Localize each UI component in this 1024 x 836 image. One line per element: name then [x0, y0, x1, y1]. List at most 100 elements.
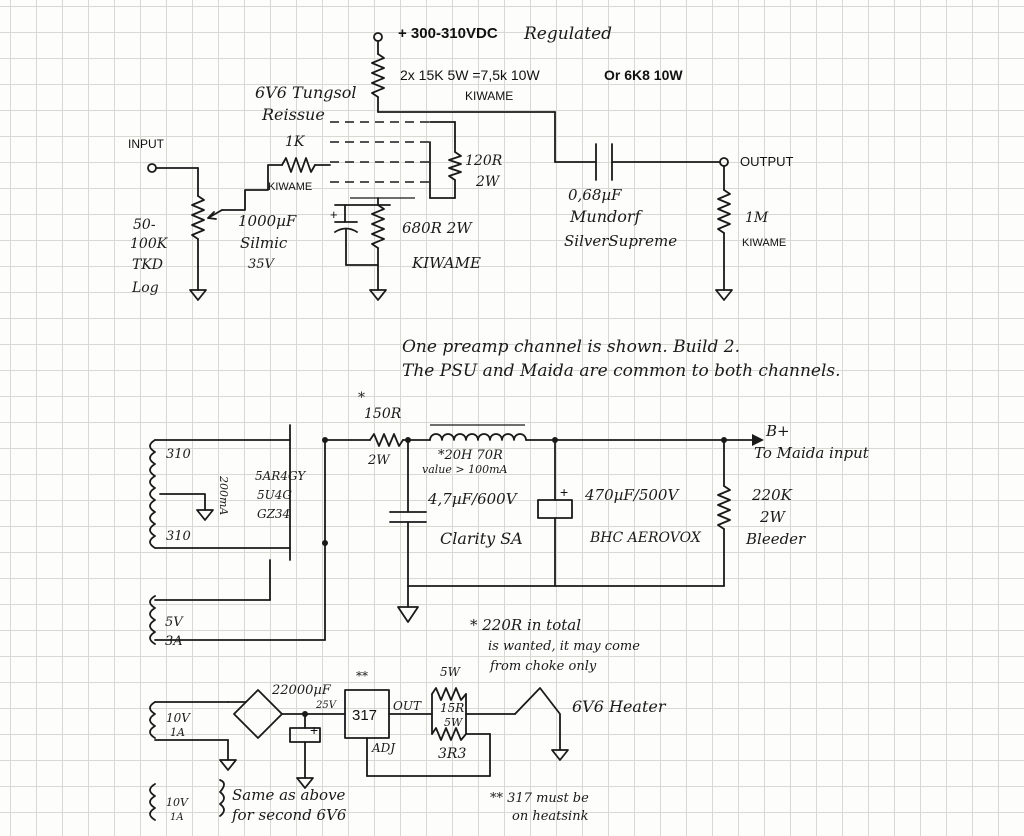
- heater-secondary-coil-2: [149, 783, 156, 821]
- supply-terminal: [373, 32, 383, 42]
- heater-label: 6V6 Heater: [572, 697, 667, 716]
- coupling-capacitor: [595, 143, 613, 181]
- heatsink-note-2: on heatsink: [512, 809, 589, 824]
- grid-resistor-value: 1K: [285, 134, 306, 150]
- tube-label-1: 6V6 Tungsol: [255, 83, 356, 102]
- load-brand-label: KIWAME: [465, 89, 513, 103]
- heater-secondary-current: 1A: [170, 726, 185, 739]
- labels: + 300-310VDC Regulated 2x 15K 5W =7,5k 1…: [128, 24, 870, 824]
- heater-wiring: [149, 687, 569, 821]
- same-note-1: Same as above: [232, 786, 346, 804]
- ground-symbol: [189, 289, 207, 301]
- resistor-3r3-watt: 5W: [444, 716, 464, 729]
- alternative-label: Or 6K8 10W: [604, 67, 683, 83]
- screen-resistor-value: 120R: [465, 153, 503, 169]
- preamp-wiring: [147, 32, 733, 301]
- note-line-1: One preamp channel is shown. Build 2.: [402, 337, 740, 357]
- grid-resistor: [281, 157, 316, 173]
- heater-2-current: 1A: [170, 812, 184, 823]
- bleeder-resistor: [717, 485, 731, 530]
- choke: [429, 433, 527, 441]
- choke-label-1: *20H 70R: [438, 448, 503, 463]
- pot-label-1: 50-: [133, 217, 156, 233]
- cathode-resistor-value: 680R 2W: [402, 219, 473, 237]
- resistor-15r: [431, 687, 467, 701]
- heater-cap-voltage: 25V: [315, 700, 338, 711]
- hv-top-label: 310: [166, 447, 191, 462]
- heater-secondary-voltage: 10V: [166, 711, 191, 725]
- output-terminal: [719, 157, 729, 167]
- filter-cap-1-brand: Clarity SA: [440, 529, 523, 548]
- choke-note-3: from choke only: [489, 659, 597, 674]
- cathode-cap-plus: +: [330, 207, 338, 222]
- resistor-15r-value: 15R: [440, 701, 464, 715]
- regulator-adj: ADJ: [371, 741, 396, 755]
- rectifier-label-3: GZ34: [257, 507, 290, 521]
- resistor-3r3: [431, 727, 467, 741]
- supply-voltage-label: + 300-310VDC: [398, 25, 498, 42]
- filter-capacitor-1: [389, 439, 427, 587]
- screen-resistor: [448, 151, 462, 181]
- filter-capacitor-2: [537, 439, 573, 587]
- filter-cap-2-plus: +: [560, 484, 568, 500]
- heater-secondary-coil: [149, 701, 156, 739]
- filter-cap-2-brand: BHC AEROVOX: [589, 530, 702, 546]
- series-resistor: [369, 433, 404, 447]
- cathode-resistor-brand: KIWAME: [411, 254, 481, 272]
- cathode-cap-voltage: 35V: [248, 257, 276, 272]
- choke-label-2: value > 100mA: [422, 463, 508, 476]
- output-label: OUTPUT: [740, 154, 794, 169]
- tube-label-2: Reissue: [261, 105, 325, 124]
- bleeder-watt: 2W: [759, 508, 787, 526]
- series-res-star: *: [358, 390, 365, 406]
- output-resistor-value: 1M: [745, 210, 769, 226]
- heatsink-note-1: ** 317 must be: [490, 791, 589, 806]
- hv-current-label: 200mA: [217, 475, 230, 515]
- rectifier-label-2: 5U4G: [257, 488, 292, 502]
- psu-wiring: [149, 424, 764, 645]
- regulated-label: Regulated: [523, 24, 612, 44]
- bleeder-value: 220K: [751, 486, 793, 504]
- resistor-15r-watt: 5W: [440, 665, 462, 679]
- heater-2-voltage: 10V: [166, 796, 189, 809]
- regulator-label: 317: [352, 707, 377, 724]
- screen-resistor-watt: 2W: [475, 174, 501, 190]
- pot-label-4: Log: [131, 280, 159, 296]
- regulator-stars: **: [356, 669, 368, 683]
- coupling-cap-model: SilverSupreme: [564, 232, 677, 250]
- regulator-out: OUT: [393, 699, 422, 713]
- filter-cap-1-value: 4,7µF/600V: [427, 490, 519, 508]
- pot-label-2: 100K: [130, 236, 169, 252]
- volume-potentiometer: [191, 195, 205, 240]
- cathode-cap-brand: Silmic: [240, 234, 288, 252]
- output-resistor: [717, 189, 731, 234]
- heater-cap-value: 22000µF: [271, 683, 332, 698]
- cathode-cap-value: 1000µF: [238, 212, 297, 230]
- bleeder-label: Bleeder: [745, 530, 806, 548]
- pot-label-3: TKD: [132, 257, 163, 273]
- filter-cap-2-value: 470µF/500V: [584, 486, 680, 504]
- rectifier-label-1: 5AR4GY: [255, 469, 306, 483]
- filament-coil: [149, 595, 156, 645]
- load-resistor-label: 2x 15K 5W =7,5k 10W: [400, 67, 540, 83]
- tube-6v6: [330, 121, 430, 199]
- hv-secondary-coil: [149, 439, 156, 549]
- ground-symbol: [715, 289, 733, 301]
- ground-symbol: [369, 289, 387, 301]
- coupling-cap-brand: Mundorf: [569, 207, 644, 226]
- b-plus-label: B+: [765, 422, 790, 440]
- series-resistor-value: 150R: [364, 406, 402, 422]
- heater-cap-plus: +: [310, 722, 318, 738]
- cathode-capacitor: [334, 204, 358, 266]
- series-resistor-watt: 2W: [367, 453, 391, 468]
- ground-symbol: [397, 606, 419, 623]
- cathode-resistor: [371, 204, 385, 249]
- coupling-cap-value: 0,68µF: [568, 186, 622, 204]
- b-plus-destination: To Maida input: [754, 444, 870, 462]
- resistor-3r3-value: 3R3: [438, 746, 466, 762]
- input-terminal: [147, 163, 157, 173]
- hv-bottom-label: 310: [166, 529, 191, 544]
- same-note-2: for second 6V6: [231, 806, 347, 824]
